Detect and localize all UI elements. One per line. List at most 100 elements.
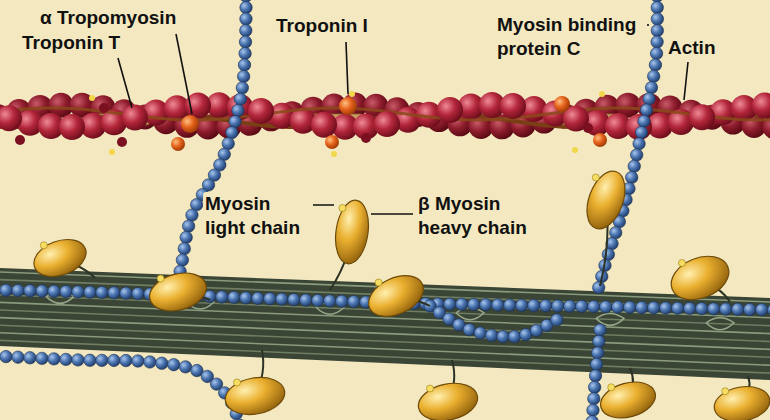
ion-dot xyxy=(349,91,355,97)
mybpc-bead xyxy=(540,300,552,312)
mybpc-bead xyxy=(186,209,198,221)
mybpc-bead xyxy=(587,404,599,416)
mybpc-bead xyxy=(610,226,622,238)
troponin-c-sphere xyxy=(361,133,371,143)
mybpc-bead xyxy=(696,302,708,314)
mybpc-bead xyxy=(576,300,588,312)
troponin-sphere xyxy=(181,115,199,133)
mybpc-bead xyxy=(176,254,188,266)
mybpc-bead xyxy=(593,335,605,347)
mybpc-bead xyxy=(630,149,642,161)
mybpc-bead xyxy=(640,104,652,116)
troponin-c-sphere xyxy=(583,123,593,133)
protein-label: Troponin T xyxy=(20,31,122,55)
mybpc-bead xyxy=(264,293,276,305)
mybpc-bead xyxy=(240,13,252,25)
protein-label: β Myosin heavy chain xyxy=(416,192,548,240)
mybpc-bead xyxy=(592,281,604,293)
myosin-head xyxy=(145,267,210,317)
mybpc-bead xyxy=(24,285,36,297)
mybpc-bead xyxy=(276,293,288,305)
mybpc-bead xyxy=(120,354,132,366)
mybpc-bead xyxy=(552,300,564,312)
mybpc-bead xyxy=(708,303,720,315)
filament-curl xyxy=(706,318,734,330)
mybpc-bead xyxy=(178,243,190,255)
mybpc-bead xyxy=(602,248,614,260)
light-chain-dot xyxy=(339,205,346,212)
mybpc-bead xyxy=(336,295,348,307)
mybpc-bead xyxy=(48,353,60,365)
mybpc-bead xyxy=(96,354,108,366)
leader-line xyxy=(346,42,348,94)
mybpc-bead xyxy=(650,47,662,59)
mybpc-bead xyxy=(660,302,672,314)
mybpc-bead xyxy=(628,160,640,172)
mybpc-bead xyxy=(732,303,744,315)
myosin-head xyxy=(580,166,632,234)
myosin-head xyxy=(332,198,373,266)
leader-line xyxy=(176,34,192,114)
mybpc-bead xyxy=(236,82,248,94)
mybpc-bead xyxy=(179,361,191,373)
mybpc-bead xyxy=(348,295,360,307)
mybpc-bead xyxy=(504,299,516,311)
mybpc-bead xyxy=(237,70,249,82)
mybpc-bead xyxy=(588,381,600,393)
mybpc-bead xyxy=(239,36,251,48)
mybpc-bead xyxy=(612,301,624,313)
troponin-c-sphere xyxy=(117,137,127,147)
mybpc-bead xyxy=(586,415,598,420)
mybpc-bead xyxy=(497,330,509,342)
leader-line xyxy=(118,58,132,108)
protein-label: Troponin I xyxy=(274,14,370,38)
mybpc-bead xyxy=(240,1,252,13)
mybpc-bead xyxy=(108,287,120,299)
mybpc-bead xyxy=(633,138,645,150)
mybpc-bead xyxy=(528,299,540,311)
mybpc-bead xyxy=(229,115,241,127)
light-chain-dot xyxy=(234,379,241,386)
actin-monomer xyxy=(248,98,274,124)
mybpc-bead xyxy=(651,1,663,13)
mybpc-bead xyxy=(651,36,663,48)
protein-label: Myosin light chain xyxy=(203,192,313,240)
light-chain-dot xyxy=(375,279,382,286)
mybpc-bead xyxy=(600,301,612,313)
mybpc-bead xyxy=(239,47,251,59)
mybpc-bead xyxy=(156,357,168,369)
ion-dot xyxy=(572,147,578,153)
mybpc-bead xyxy=(144,356,156,368)
mybpc-bead xyxy=(167,358,179,370)
mybpc-bead xyxy=(238,59,250,71)
mybpc-bead xyxy=(84,354,96,366)
thin-filament xyxy=(0,91,770,157)
troponin-sphere xyxy=(339,97,357,115)
light-chain-dot xyxy=(722,388,729,395)
mybpc-bead xyxy=(564,300,576,312)
mybpc-bead xyxy=(651,13,663,25)
mybpc-bead xyxy=(444,298,456,310)
mybpc-bead xyxy=(48,285,60,297)
mybpc-bead xyxy=(551,314,563,326)
mybpc-bead xyxy=(588,300,600,312)
mybpc-bead xyxy=(226,126,238,138)
mybpc-bead xyxy=(744,303,756,315)
light-chain-dot xyxy=(157,275,164,282)
troponin-sphere xyxy=(593,133,607,147)
mybpc-bead xyxy=(468,298,480,310)
mybpc-bead xyxy=(240,292,252,304)
mybpc-bead xyxy=(24,352,36,364)
mybpc-bead xyxy=(648,302,660,314)
mybpc-bead xyxy=(132,287,144,299)
mybpc-bead xyxy=(288,293,300,305)
light-chain-dot xyxy=(592,174,599,181)
mybpc-bead xyxy=(60,353,72,365)
mybpc-bead xyxy=(132,355,144,367)
mybpc-bead xyxy=(108,354,120,366)
protein-label: Actin xyxy=(666,36,718,60)
mybpc-bead xyxy=(72,286,84,298)
mybpc-bead xyxy=(636,301,648,313)
